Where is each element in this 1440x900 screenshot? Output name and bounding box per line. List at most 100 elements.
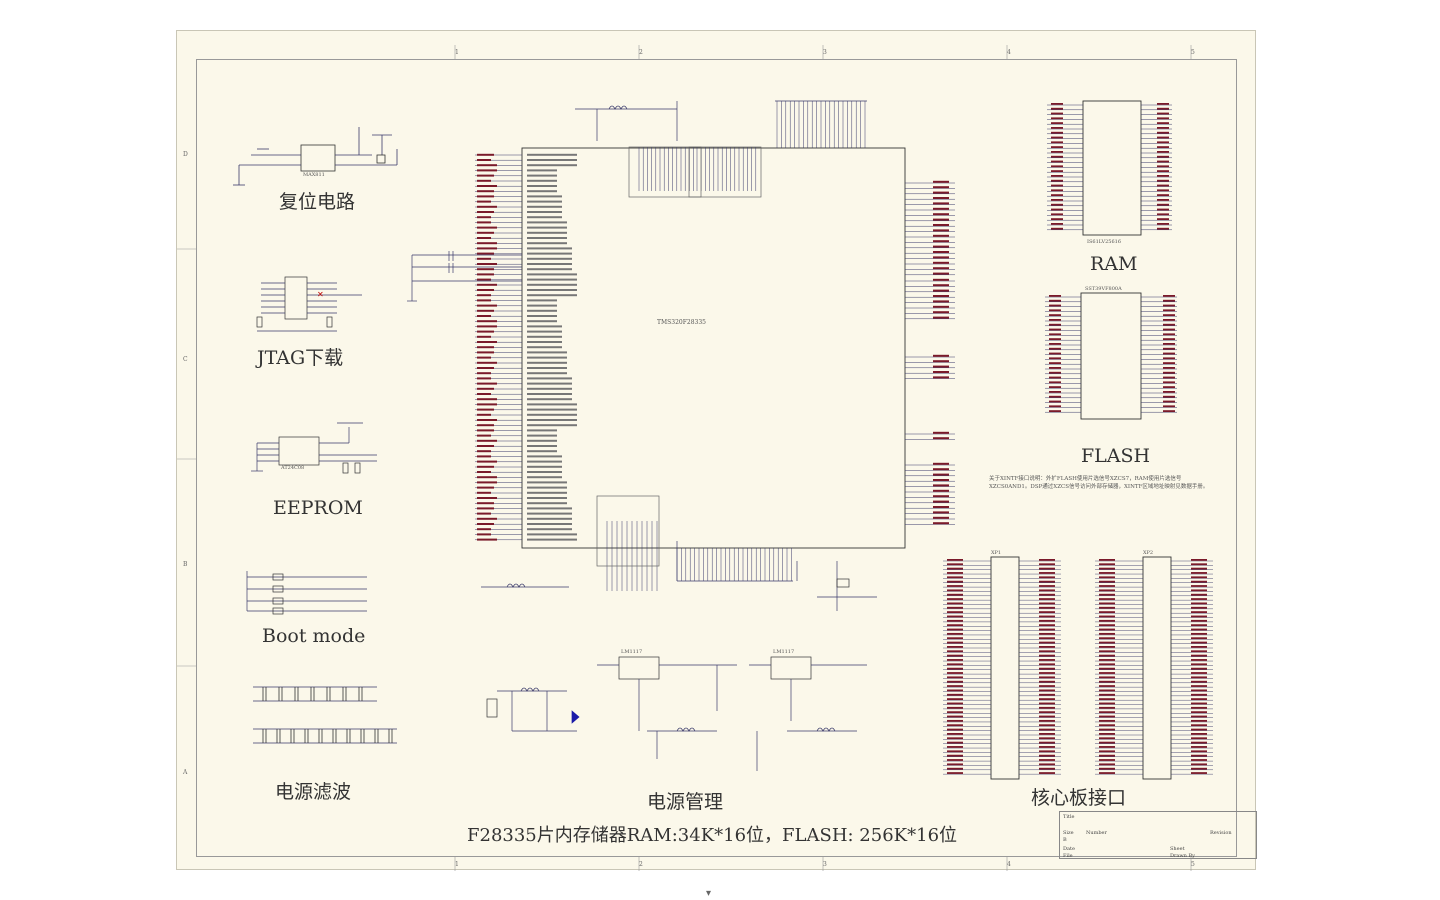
net-label [947,602,963,605]
net-label [477,460,497,463]
net-label [1191,563,1207,566]
mcu-pin-name [527,237,567,239]
net-label [477,398,497,401]
net-label [477,528,491,531]
mcu-pin-name [527,455,562,458]
net-label [1157,184,1169,187]
net-label [1191,706,1207,709]
net-label [1099,663,1115,666]
net-label [1051,103,1063,105]
net-label [1191,693,1207,696]
net-label [933,431,949,434]
net-label [1051,189,1063,192]
net-label [1191,763,1207,766]
net-label [1157,127,1169,129]
net-label [1051,117,1063,120]
net-label [1191,567,1207,570]
net-label [933,267,949,270]
net-label [477,164,497,167]
net-label [1049,371,1061,374]
net-label [1039,646,1055,648]
mcu-pin-name [527,523,572,525]
net-label [1157,141,1169,144]
net-label [1039,702,1055,705]
net-label [477,159,491,161]
scroll-down-icon[interactable]: ▾ [706,888,712,899]
eeprom-title: EEPROM [273,497,363,519]
net-label [477,174,494,177]
net-label [1051,107,1063,110]
net-label [477,439,497,442]
net-label [1191,667,1207,670]
title-block-size-value: B [1063,837,1067,843]
net-label [1049,319,1061,321]
net-label [947,754,963,757]
net-label [477,346,494,349]
net-label [1157,194,1169,196]
net-label [477,283,497,286]
zone-label: C [183,356,188,363]
net-label [1049,295,1061,297]
mcu-pin-name [527,211,562,213]
net-label [1051,223,1063,225]
net-label [947,650,963,653]
mcu-pin-name [527,252,572,255]
net-label [1049,328,1061,331]
net-label [1163,381,1175,384]
net-label [1051,131,1063,134]
net-label [947,667,963,670]
net-label [947,615,963,618]
net-label [1099,767,1115,770]
net-label [933,300,949,303]
mcu-pin-name [527,476,562,479]
mcu-pin-name [527,190,557,193]
net-label [1191,680,1207,683]
net-label [1051,112,1063,115]
mcu-pin-name [527,445,557,447]
net-label [947,637,963,640]
title-block-size: Size [1063,830,1074,836]
net-label [1157,227,1169,230]
mcu-pin-name [527,450,557,453]
mcu-pin-name [527,460,562,463]
net-label [947,563,963,566]
net-label [1099,598,1115,600]
net-label [933,311,949,314]
net-label [477,263,497,265]
net-label [477,289,494,291]
net-label [1157,131,1169,134]
net-label [1157,136,1169,139]
net-label [1051,194,1063,196]
core-connector-xp2 [1142,556,1172,780]
net-label [1163,338,1175,340]
net-label [1039,746,1055,748]
net-label [477,216,491,219]
net-label [1191,689,1207,692]
net-label [947,632,963,635]
net-label [1039,676,1055,679]
net-label [1163,371,1175,374]
net-label [477,465,494,468]
net-label [477,372,491,375]
net-label [1039,585,1055,587]
net-label [1099,706,1115,709]
net-label [477,179,491,182]
net-label [477,408,494,411]
flash-pins [1045,295,1177,413]
net-label [1099,606,1115,609]
mcu-pin-name [527,242,567,245]
schematic-drawing: ✕ [177,45,1213,871]
net-label [477,497,497,499]
net-label [477,200,491,203]
net-label [947,685,963,687]
net-label [1163,395,1175,398]
net-label [1157,213,1169,216]
net-label [1051,151,1063,153]
net-label [1191,641,1207,644]
mcu-top-pins [638,101,866,191]
net-label [1191,715,1207,718]
zone-label: 5 [1191,861,1195,868]
mcu-right-net-labels [933,180,949,525]
mcu-pin-name [527,304,557,307]
net-label [1163,362,1175,364]
